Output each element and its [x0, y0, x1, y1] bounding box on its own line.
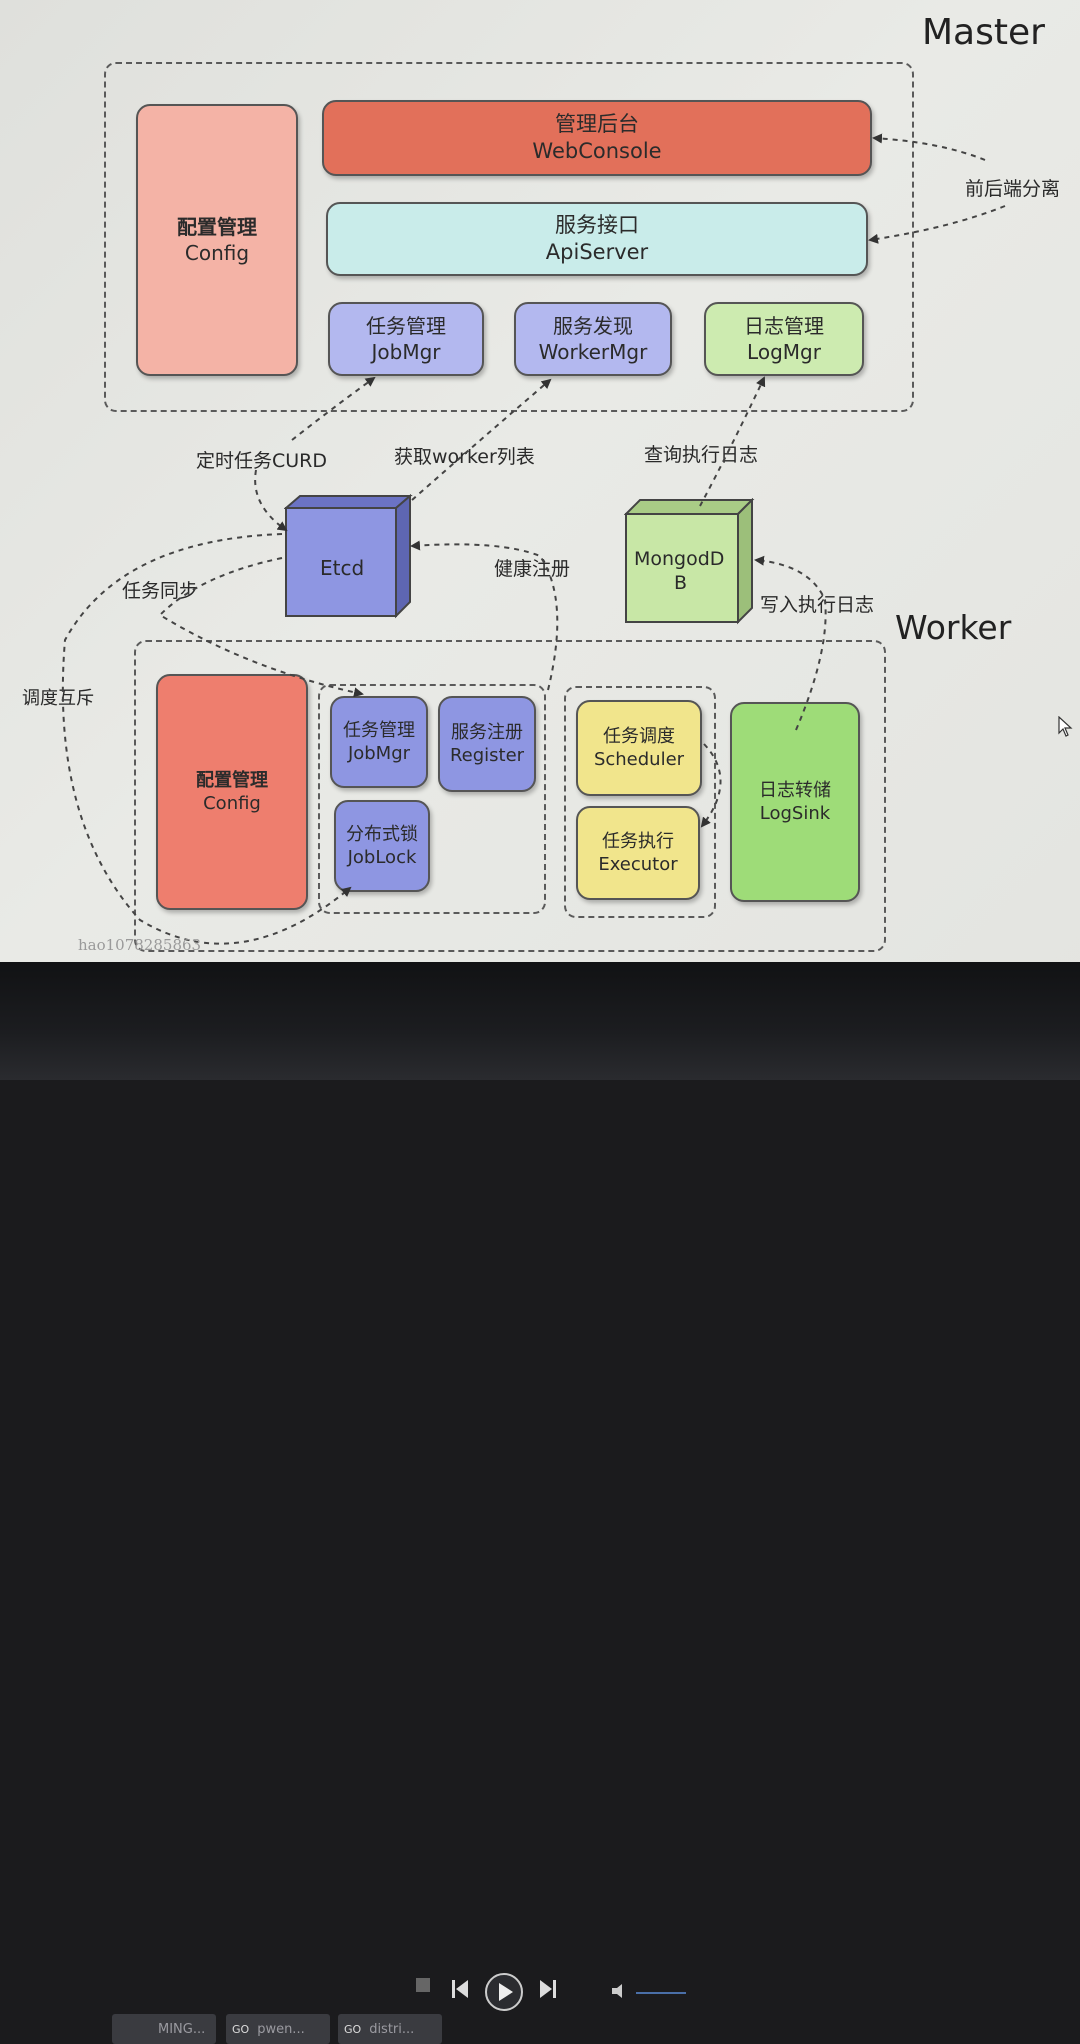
taskbar-item-pwen-label: pwen... — [257, 2021, 305, 2037]
etcd-label: Etcd — [320, 556, 365, 580]
executor-en: Executor — [598, 854, 678, 875]
volume-slider[interactable] — [636, 1992, 686, 1994]
webconsole-box: 管理后台 WebConsole — [322, 100, 872, 176]
workermgr-zh: 服务发现 — [553, 314, 633, 338]
master-config-box: 配置管理 Config — [136, 104, 298, 376]
play-button[interactable] — [484, 1972, 524, 2012]
arrow-logsink-to-mongo — [754, 555, 827, 731]
logsink-en: LogSink — [759, 803, 831, 824]
label-mutex: 调度互斥 — [22, 688, 94, 709]
worker-job-group — [318, 684, 546, 914]
arrow-scheduler-to-executor — [700, 743, 722, 828]
apiserver-zh: 服务接口 — [555, 212, 639, 237]
webconsole-zh: 管理后台 — [555, 111, 639, 136]
arrow-mongo-to-logmgr — [699, 376, 766, 507]
arrow-to-apiserver — [868, 205, 1006, 244]
worker-exec-group — [564, 686, 716, 918]
apiserver-en: ApiServer — [545, 240, 649, 264]
mongodb-cube — [624, 498, 755, 625]
arrow-etcd-to-jobmgr — [291, 376, 376, 441]
webconsole-en: WebConsole — [532, 139, 662, 163]
master-container — [104, 62, 914, 412]
taskbar-item-distri-label: distri... — [369, 2021, 415, 2037]
worker-jobmgr-zh: 任务管理 — [343, 719, 415, 741]
taskbar-item-distri[interactable]: GO distri... — [338, 2014, 442, 2044]
logsink-zh: 日志转储 — [759, 779, 831, 801]
next-icon[interactable] — [540, 1980, 556, 1998]
master-config-en: Config — [184, 241, 250, 265]
mongodb-label-line1: MongodD — [634, 548, 725, 570]
worker-config-en: Config — [203, 793, 261, 814]
taskbar-item-pwen[interactable]: GO pwen... — [226, 2014, 330, 2044]
logmgr-en: LogMgr — [747, 340, 821, 364]
register-box: 服务注册 Register — [438, 696, 536, 792]
previous-icon[interactable] — [452, 1980, 468, 1998]
master-config-zh: 配置管理 — [177, 215, 257, 239]
worker-config-box: 配置管理 Config — [156, 674, 308, 910]
apiserver-box: 服务接口 ApiServer — [326, 202, 868, 276]
executor-box: 任务执行 Executor — [576, 806, 700, 900]
arrow-curd-to-etcd — [254, 469, 288, 532]
arrow-etcd-to-workermgr — [411, 378, 552, 501]
label-frontend-backend: 前后端分离 — [965, 178, 1061, 200]
worker-container — [134, 640, 886, 952]
worker-jobmgr-en: JobMgr — [347, 743, 411, 764]
workermgr-en: WorkerMgr — [538, 340, 648, 364]
mongodb-label-line2: B — [674, 572, 688, 594]
label-get-workers: 获取worker列表 — [394, 446, 535, 468]
watermark-text: hao1078285863 — [78, 936, 202, 954]
arrow-mutex-loop — [61, 533, 352, 945]
label-write-logs: 写入执行日志 — [760, 594, 875, 616]
register-zh: 服务注册 — [451, 721, 523, 743]
volume-icon[interactable] — [612, 1984, 628, 1998]
scheduler-zh: 任务调度 — [603, 725, 675, 747]
joblock-box: 分布式锁 JobLock — [334, 800, 430, 892]
connector-arrows — [61, 133, 1006, 945]
logmgr-zh: 日志管理 — [744, 314, 824, 338]
arrow-register-to-etcd — [410, 540, 559, 691]
presentation-screen: Master Worker 配置管理 Config 管理后台 WebConsol… — [0, 0, 1080, 1080]
scheduler-box: 任务调度 Scheduler — [576, 700, 702, 796]
label-job-sync: 任务同步 — [122, 580, 199, 602]
master-jobmgr-en: JobMgr — [371, 340, 441, 364]
label-health-register: 健康注册 — [494, 558, 571, 580]
arrow-to-webconsole — [872, 133, 986, 161]
master-jobmgr-zh: 任务管理 — [366, 314, 446, 338]
logmgr-box: 日志管理 LogMgr — [704, 302, 864, 376]
workermgr-box: 服务发现 WorkerMgr — [514, 302, 672, 376]
joblock-zh: 分布式锁 — [346, 823, 418, 845]
master-jobmgr-box: 任务管理 JobMgr — [328, 302, 484, 376]
executor-zh: 任务执行 — [602, 830, 674, 852]
mouse-cursor-icon — [1058, 716, 1073, 737]
stop-button[interactable] — [416, 1978, 430, 1992]
media-taskbar: MING... GO pwen... GO distri... — [0, 962, 1080, 2044]
master-title: Master — [922, 12, 1045, 53]
register-en: Register — [449, 745, 525, 766]
go-icon: GO — [232, 2022, 250, 2036]
taskbar-item-ming-label: MING... — [158, 2021, 206, 2037]
worker-config-zh: 配置管理 — [196, 769, 268, 791]
worker-title: Worker — [895, 608, 1012, 647]
etcd-cube — [284, 494, 413, 619]
label-job-curd: 定时任务CURD — [196, 450, 328, 472]
joblock-en: JobLock — [347, 847, 417, 868]
worker-jobmgr-box: 任务管理 JobMgr — [330, 696, 428, 788]
scheduler-en: Scheduler — [593, 749, 685, 770]
arrow-etcd-to-worker-jobmgr — [158, 557, 364, 698]
logsink-box: 日志转储 LogSink — [730, 702, 860, 902]
taskbar-item-ming[interactable]: MING... — [112, 2014, 216, 2044]
go-icon: GO — [344, 2022, 362, 2036]
